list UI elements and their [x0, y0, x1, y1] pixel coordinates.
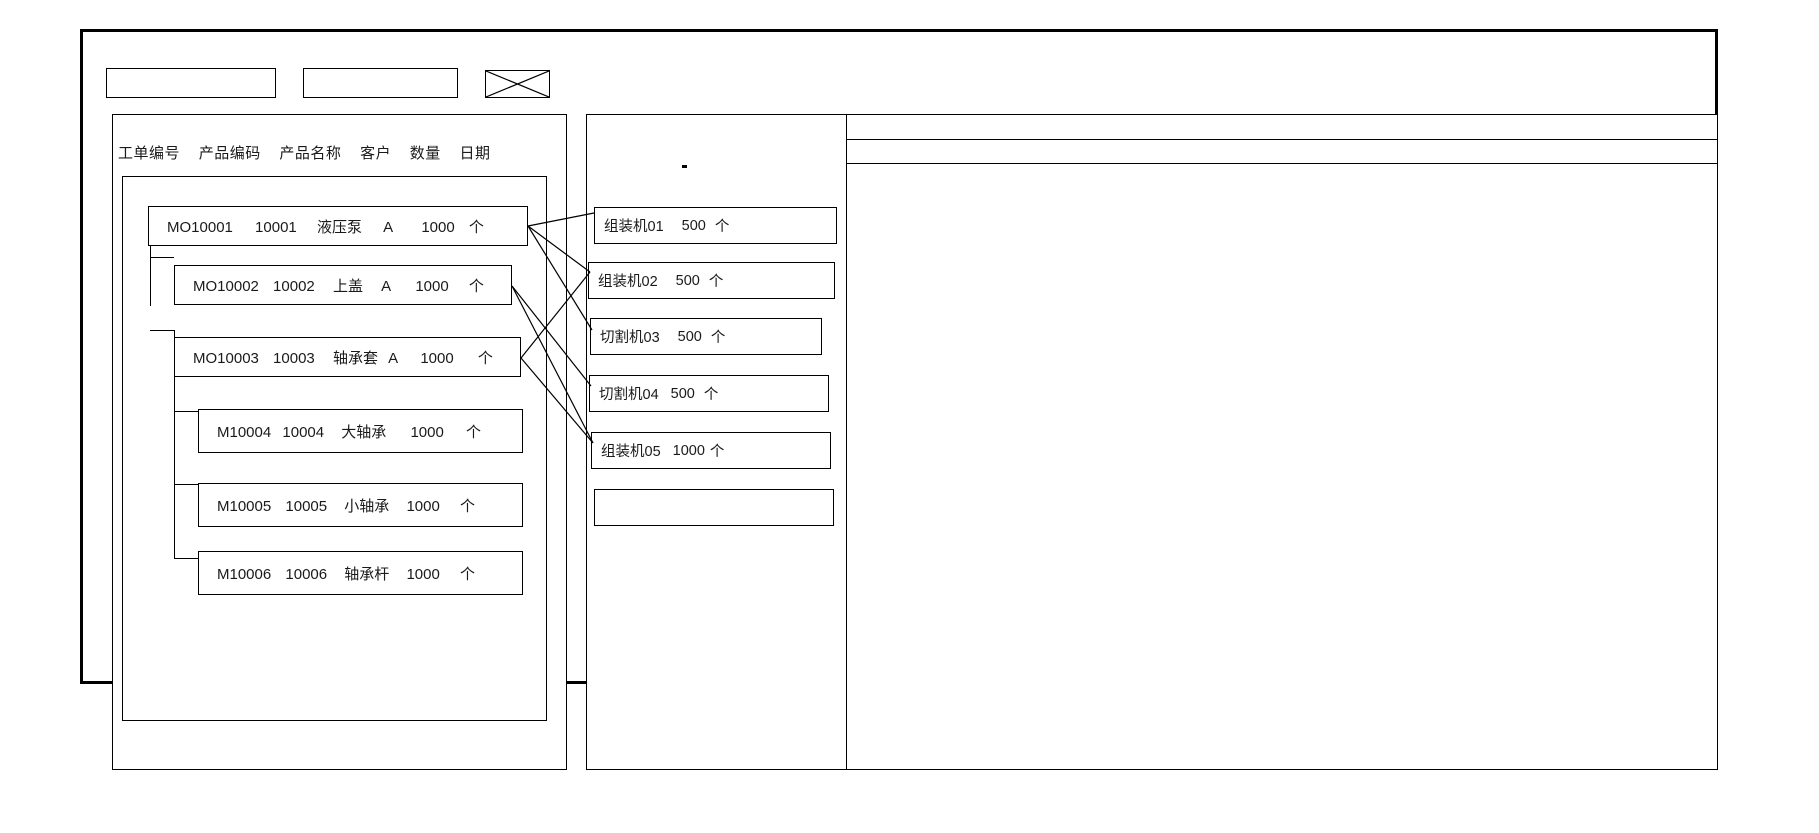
cell-unit: 个 [477, 349, 493, 367]
cell-product-code: 10006 [285, 565, 328, 583]
cell-product-code: 10002 [273, 277, 315, 295]
cell-product-name: 轴承杆 [344, 565, 390, 583]
column-header-order-no: 工单编号 [118, 145, 181, 162]
table-row[interactable]: M10005 10005 小轴承 1000 个 [198, 483, 523, 527]
cell-product-name: 小轴承 [344, 497, 390, 515]
table-row[interactable]: M10006 10006 轴承杆 1000 个 [198, 551, 523, 595]
cell-order-no: MO10001 [167, 218, 233, 236]
cell-customer: A [383, 218, 394, 236]
toolbar-field-1[interactable] [106, 68, 276, 98]
list-item[interactable]: 组装机02 500 个 [588, 262, 835, 299]
cell-customer: A [388, 349, 399, 367]
column-header-product-code: 产品编码 [198, 145, 261, 162]
cell-unit: 个 [468, 277, 484, 295]
tree-branch-to-row3 [150, 330, 174, 332]
cell-quantity: 1000 [421, 218, 455, 236]
tree-branch-to-row4 [174, 411, 198, 413]
crossed-box-icon[interactable] [485, 70, 550, 98]
machine-quantity: 1000 [672, 442, 705, 459]
cell-customer: A [381, 277, 392, 295]
cell-quantity: 1000 [415, 277, 449, 295]
cell-product-name: 大轴承 [341, 423, 387, 441]
table-row[interactable]: MO10002 10002 上盖 A 1000 个 [174, 265, 512, 305]
column-header-date: 日期 [459, 145, 491, 162]
list-item[interactable]: 切割机03 500 个 [590, 318, 822, 355]
cell-unit: 个 [468, 218, 484, 236]
panel-marker-dot [682, 165, 687, 168]
tree-branch-to-row6 [174, 558, 198, 560]
cell-unit: 个 [460, 565, 476, 583]
machine-name: 切割机04 [599, 387, 659, 403]
detail-panel [846, 114, 1718, 770]
cell-order-no: M10005 [217, 497, 272, 515]
cell-quantity: 1000 [420, 349, 454, 367]
machine-unit: 个 [710, 330, 726, 346]
machine-unit: 个 [708, 274, 724, 290]
cell-order-no: MO10002 [193, 277, 259, 295]
machine-unit: 个 [709, 444, 725, 460]
cell-unit: 个 [460, 497, 476, 515]
column-header-quantity: 数量 [409, 145, 441, 162]
machine-quantity: 500 [681, 217, 706, 234]
column-header-product-name: 产品名称 [279, 145, 342, 162]
toolbar-field-2[interactable] [303, 68, 458, 98]
detail-panel-header-bottom-rule [847, 163, 1717, 164]
list-item[interactable]: 组装机01 500 个 [594, 207, 837, 244]
cell-order-no: M10006 [217, 565, 272, 583]
cell-product-name: 轴承套 [332, 349, 378, 367]
machine-name: 组装机02 [598, 274, 658, 290]
cell-unit: 个 [466, 423, 482, 441]
cell-quantity: 1000 [406, 565, 440, 583]
cell-product-code: 10004 [282, 423, 325, 441]
cell-order-no: M10004 [217, 423, 272, 441]
list-item[interactable]: 切割机04 500 个 [589, 375, 829, 412]
column-header-customer: 客户 [360, 145, 392, 162]
tree-trunk-level2 [174, 330, 176, 530]
cell-product-code: 10005 [285, 497, 328, 515]
cell-product-name: 上盖 [332, 277, 363, 295]
tree-branch-to-row5 [174, 484, 198, 486]
machine-quantity: 500 [670, 385, 695, 402]
machine-unit: 个 [714, 219, 730, 235]
cell-product-code: 10001 [255, 218, 297, 236]
table-row[interactable]: M10004 10004 大轴承 1000 个 [198, 409, 523, 453]
machine-quantity: 500 [677, 328, 702, 345]
tree-branch-to-row2 [150, 257, 174, 259]
work-order-column-headers: 工单编号 产品编码 产品名称 客户 数量 日期 [118, 142, 538, 163]
list-item-empty[interactable] [594, 489, 834, 526]
machine-name: 切割机03 [600, 330, 660, 346]
cell-order-no: MO10003 [193, 349, 259, 367]
cell-product-name: 液压泵 [316, 218, 362, 236]
table-row[interactable]: MO10003 10003 轴承套 A 1000 个 [174, 337, 521, 377]
cell-quantity: 1000 [410, 423, 444, 441]
machine-name: 组装机05 [601, 444, 661, 460]
tree-trunk-level2-tail [174, 530, 176, 559]
list-item[interactable]: 组装机05 1000 个 [591, 432, 831, 469]
table-row[interactable]: MO10001 10001 液压泵 A 1000 个 [148, 206, 528, 246]
machine-name: 组装机01 [604, 219, 664, 235]
machine-quantity: 500 [675, 272, 700, 289]
cell-quantity: 1000 [406, 497, 440, 515]
machine-unit: 个 [703, 387, 719, 403]
cell-product-code: 10003 [273, 349, 315, 367]
detail-panel-header-top-rule [847, 139, 1717, 140]
